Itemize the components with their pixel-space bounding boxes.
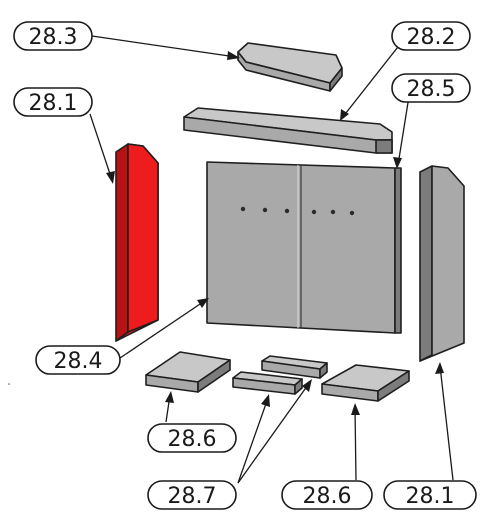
label-28-2: 28.2: [391, 21, 471, 51]
label-28-3: 28.3: [13, 21, 93, 51]
leader-28-3: [91, 35, 237, 58]
mounting-holes: [240, 206, 355, 216]
label-28-7: 28.7: [147, 480, 237, 510]
label-28-5-text: 28.5: [407, 77, 456, 102]
leader-lines: [89, 35, 454, 484]
stray-dot: [8, 383, 10, 385]
part-28-1-right-side-wall[interactable]: [419, 165, 465, 362]
label-28-6-right: 28.6: [281, 480, 373, 510]
label-28-1-top: 28.1: [13, 87, 93, 117]
leader-28-4: [119, 299, 207, 359]
label-28-5: 28.5: [391, 73, 471, 103]
label-28-1-bottom: 28.1: [383, 480, 477, 510]
part-28-7-small-brick-upper[interactable]: [261, 355, 328, 379]
part-28-5-back-wall[interactable]: [206, 161, 402, 334]
leader-28-6-right: [354, 406, 357, 481]
part-28-7-small-brick-lower[interactable]: [232, 371, 303, 395]
leader-28-1-top: [89, 113, 113, 181]
part-28-6-left-floor-brick[interactable]: [145, 351, 231, 393]
label-28-4: 28.4: [35, 345, 121, 375]
label-28-4-text: 28.4: [54, 349, 103, 374]
label-28-6-left-text: 28.6: [168, 427, 217, 452]
label-28-7-text: 28.7: [168, 484, 217, 509]
leader-28-2: [341, 37, 406, 119]
label-28-6-right-text: 28.6: [303, 484, 352, 509]
leader-28-1-bottom: [439, 365, 454, 481]
part-28-3-top-brick[interactable]: [237, 42, 343, 92]
leader-28-7-b: [237, 381, 311, 484]
part-28-1-left-side-wall-highlighted[interactable]: [115, 143, 159, 342]
label-28-1-bottom-text: 28.1: [406, 484, 455, 509]
part-28-2-top-slab[interactable]: [183, 107, 393, 154]
leader-28-7-a: [237, 397, 269, 484]
label-28-3-text: 28.3: [29, 25, 78, 50]
label-28-1-top-text: 28.1: [29, 91, 78, 116]
label-28-2-text: 28.2: [407, 25, 456, 50]
part-28-6-right-floor-brick[interactable]: [321, 364, 410, 402]
label-28-6-left: 28.6: [147, 423, 237, 453]
